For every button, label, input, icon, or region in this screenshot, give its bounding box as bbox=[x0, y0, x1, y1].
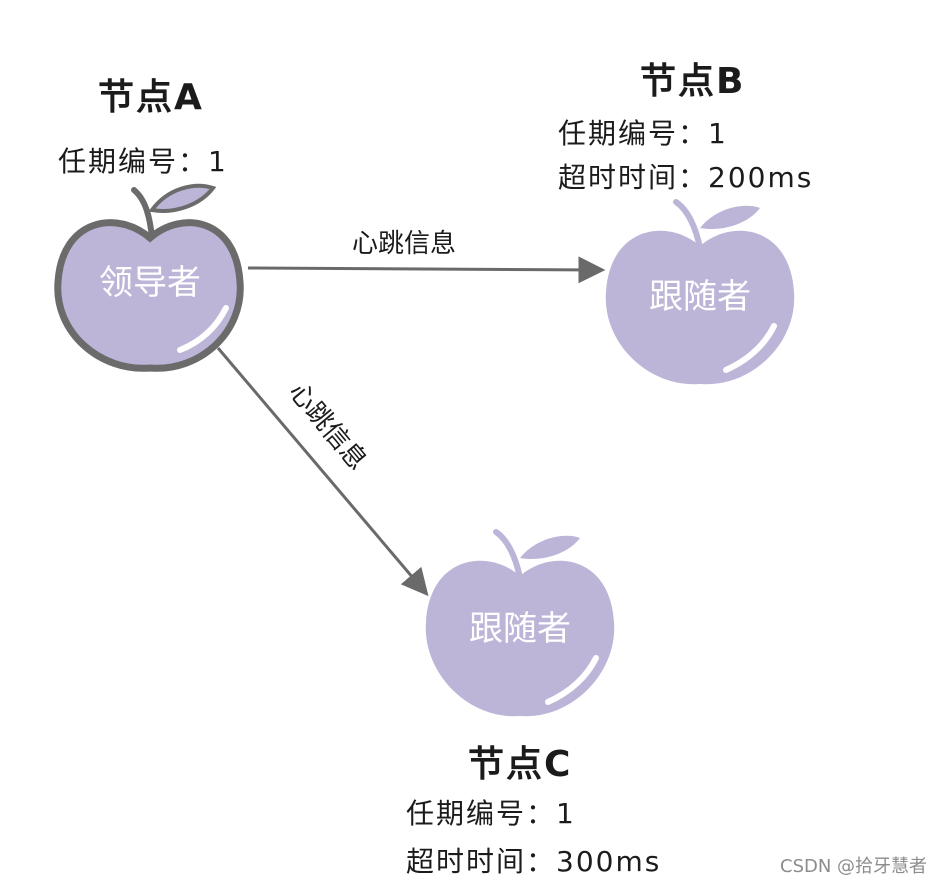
node-b-timeout: 超时时间：200ms bbox=[558, 161, 814, 194]
node-c-timeout: 超时时间：300ms bbox=[406, 845, 662, 878]
apple-a-body bbox=[54, 219, 244, 372]
apple-b-body bbox=[605, 230, 795, 385]
apple-b-shine bbox=[723, 323, 777, 373]
apple-node-c: 跟随者 bbox=[425, 529, 615, 717]
heartbeat-arrow-a-to-c bbox=[216, 347, 429, 597]
apple-node-a: 领导者 bbox=[54, 183, 244, 372]
node-a-title: 节点A bbox=[98, 77, 204, 118]
apple-c-stem bbox=[493, 529, 523, 581]
heartbeat-arrow-a-to-b bbox=[247, 256, 606, 284]
apple-a-shine bbox=[177, 305, 229, 353]
apple-a-leaf bbox=[148, 183, 217, 213]
apple-b-leaf bbox=[700, 205, 760, 230]
heartbeat-label-a-to-c: 心跳信息 bbox=[283, 377, 373, 476]
apple-a-role: 领导者 bbox=[99, 263, 201, 303]
node-c-term: 任期编号：1 bbox=[406, 797, 576, 830]
node-b-term: 任期编号：1 bbox=[558, 117, 728, 150]
node-c-title: 节点C bbox=[468, 744, 573, 785]
apple-c-body bbox=[425, 560, 615, 717]
apple-b-role: 跟随者 bbox=[649, 277, 751, 317]
apple-c-role: 跟随者 bbox=[469, 609, 571, 649]
apple-c-leaf bbox=[520, 535, 580, 560]
node-b-title: 节点B bbox=[640, 61, 746, 102]
watermark: CSDN @拾牙慧者 bbox=[780, 856, 928, 877]
heartbeat-label-a-to-b: 心跳信息 bbox=[352, 229, 456, 259]
apple-b-stem bbox=[673, 199, 703, 251]
apple-c-shine bbox=[545, 655, 599, 705]
node-a-term: 任期编号：1 bbox=[58, 145, 228, 178]
apple-node-b: 跟随者 bbox=[605, 199, 795, 385]
